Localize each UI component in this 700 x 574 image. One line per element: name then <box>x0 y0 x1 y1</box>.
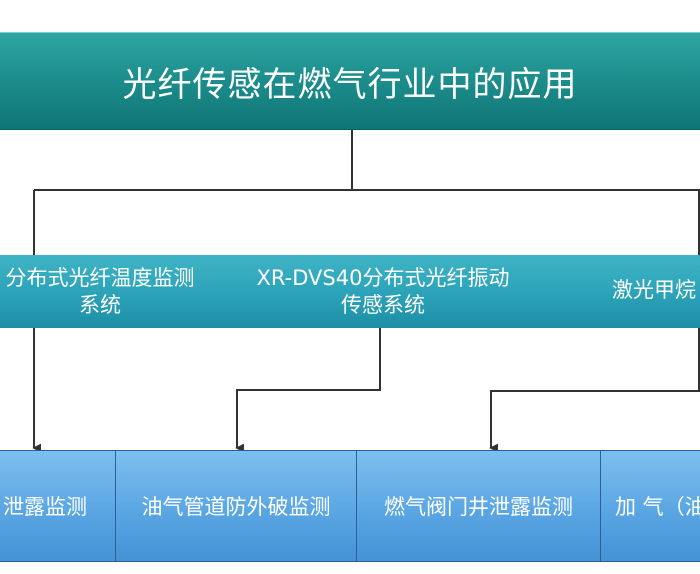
application-label: 加 气（油 <box>615 495 700 519</box>
application-node-refueling: 加 气（油 <box>600 450 700 562</box>
system-node-methane: 激光甲烷 <box>612 277 700 304</box>
application-label: 燃气阀门井泄露监测 <box>384 495 573 519</box>
application-node-pipeline: 油气管道防外破监测 <box>115 450 357 562</box>
system-band: 分布式光纤温度监测 系统 XR-DVS40分布式光纤振动 传感系统 激光甲烷 <box>0 255 700 328</box>
application-node-leak: 泄露监测 <box>0 450 116 562</box>
system-label-line1: XR-DVS40分布式光纤振动 <box>256 266 510 290</box>
application-label: 泄露监测 <box>3 495 87 519</box>
application-label: 油气管道防外破监测 <box>141 495 331 519</box>
system-node-temperature: 分布式光纤温度监测 系统 <box>0 265 210 319</box>
system-label-line2: 传感系统 <box>341 293 425 317</box>
arrow-2 <box>235 328 381 453</box>
system-label-line1: 激光甲烷 <box>612 278 696 302</box>
system-label-line1: 分布式光纤温度监测 <box>5 266 195 290</box>
application-node-valve-well: 燃气阀门井泄露监测 <box>356 450 601 562</box>
arrow-3 <box>489 328 700 453</box>
system-node-vibration: XR-DVS40分布式光纤振动 传感系统 <box>228 265 538 319</box>
diagram-title: 光纤传感在燃气行业中的应用 <box>0 32 700 130</box>
system-label-line2: 系统 <box>79 293 121 317</box>
